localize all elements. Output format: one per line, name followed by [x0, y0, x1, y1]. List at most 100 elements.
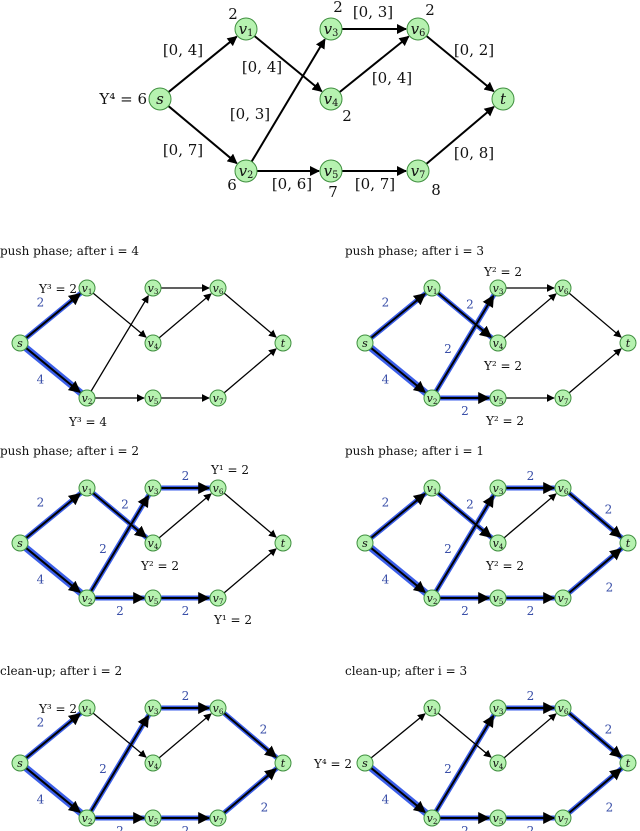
node-label-v6: v6: [558, 702, 569, 716]
node-label-v7: v7: [558, 392, 569, 406]
node-v2: [78, 809, 96, 827]
node-label-t: t: [626, 757, 631, 770]
edge-v1-v4: [92, 712, 147, 758]
node-label-v5: v5: [493, 392, 504, 406]
node-s: [11, 754, 29, 772]
edge-s-v2: [370, 547, 426, 594]
edge-s-v2: [25, 347, 81, 394]
edge-v1-v4: [92, 492, 148, 539]
edge-v4-v6: [338, 35, 410, 93]
node-v4: [144, 534, 162, 552]
edge-v2-v3: [435, 714, 495, 812]
capacity-label-v1-v4: [0, 4]: [242, 58, 282, 76]
edge-v4-v6: [503, 293, 557, 339]
edge-v1-v4: [253, 35, 323, 93]
node-v1: [78, 479, 96, 497]
node-value-v7: 8: [431, 181, 441, 199]
node-v4: [319, 87, 343, 111]
node-t: [619, 334, 637, 352]
node-label-v4: v4: [148, 757, 159, 771]
flow-value-s-v2: 4: [382, 573, 390, 587]
node-label-v2: v2: [82, 592, 93, 606]
flow-value-v2-v5: 2: [461, 824, 469, 831]
flow-value-v6-t: 2: [605, 503, 613, 517]
node-v1: [78, 279, 96, 297]
capacity-label-v5-v7: [0, 7]: [355, 175, 395, 193]
flow-value-v6-t: 2: [605, 723, 613, 737]
node-label-v4: v4: [493, 537, 504, 551]
capacity-label-s-v2: [0, 7]: [163, 141, 203, 159]
node-v1: [78, 699, 96, 717]
node-label-v2: v2: [82, 392, 93, 406]
node-label-v1: v1: [427, 482, 438, 496]
node-v5: [144, 389, 162, 407]
edge-v7-t: [425, 105, 495, 165]
flow-value-v2-v3: 2: [99, 542, 107, 556]
node-t: [619, 534, 637, 552]
node-v2: [423, 389, 441, 407]
flow-value-s-v2: 4: [37, 793, 45, 807]
node-v7: [554, 389, 572, 407]
edge-s-v2: [370, 767, 426, 814]
node-label-v4: v4: [324, 90, 339, 108]
capacity-label-v4-v6: [0, 4]: [372, 69, 412, 87]
demand-annotation: Y³ = 4: [68, 415, 107, 429]
node-v6: [209, 699, 227, 717]
node-s: [356, 754, 374, 772]
node-v6: [554, 279, 572, 297]
capacity-label-v7-t: [0, 8]: [454, 144, 494, 162]
node-t: [274, 534, 292, 552]
flow-value-v3-v6: 2: [527, 689, 535, 703]
flow-value-v2-v5: 2: [116, 824, 124, 831]
edge-s-v1: [25, 292, 81, 339]
edge-v1-v4: [437, 292, 493, 339]
demand-annotation: Y⁴ = 2: [313, 757, 352, 771]
edge-s-v2: [167, 105, 238, 165]
node-t: [274, 754, 292, 772]
flow-value-v5-v7: 2: [527, 604, 535, 618]
node-label-v1: v1: [82, 482, 93, 496]
node-s: [148, 87, 172, 111]
node-label-v4: v4: [148, 337, 159, 351]
node-v3: [144, 279, 162, 297]
demand-annotation: Y³ = 2: [38, 282, 77, 296]
node-v2: [423, 589, 441, 607]
node-v6: [406, 17, 430, 41]
node-label-v5: v5: [148, 812, 159, 826]
node-v7: [554, 809, 572, 827]
edge-s-v1: [167, 35, 238, 93]
edge-s-v1: [25, 712, 81, 759]
node-v4: [489, 534, 507, 552]
flow-value-v2-v5: 2: [116, 604, 124, 618]
panel-title: push phase; after i = 3: [345, 244, 484, 258]
node-v5: [144, 589, 162, 607]
node-label-v2: v2: [239, 162, 254, 180]
node-label-v6: v6: [558, 482, 569, 496]
node-label-v3: v3: [493, 282, 504, 296]
edge-v7-t: [568, 548, 623, 594]
node-label-t: t: [281, 337, 286, 350]
node-label-v7: v7: [213, 392, 224, 406]
flow-value-v2-v5: 2: [461, 604, 469, 618]
node-v4: [144, 334, 162, 352]
panel-title: clean-up; after i = 2: [0, 664, 122, 678]
edge-v7-t: [223, 768, 278, 814]
edge-s-v1: [370, 492, 426, 539]
node-value-v4: 2: [342, 107, 352, 125]
edge-v6-t: [568, 292, 622, 338]
node-s: [356, 334, 374, 352]
node-t: [619, 754, 637, 772]
node-v5: [144, 809, 162, 827]
node-label-t: t: [281, 537, 286, 550]
node-v3: [489, 279, 507, 297]
edge-v7-t: [223, 348, 277, 394]
node-label-v3: v3: [324, 20, 339, 38]
node-label-v7: v7: [213, 592, 224, 606]
node-v2: [78, 389, 96, 407]
node-label-v1: v1: [427, 702, 438, 716]
node-label-s: s: [362, 757, 368, 770]
node-label-v4: v4: [148, 537, 159, 551]
node-v5: [489, 809, 507, 827]
demand-annotation: Y² = 2: [483, 359, 522, 373]
